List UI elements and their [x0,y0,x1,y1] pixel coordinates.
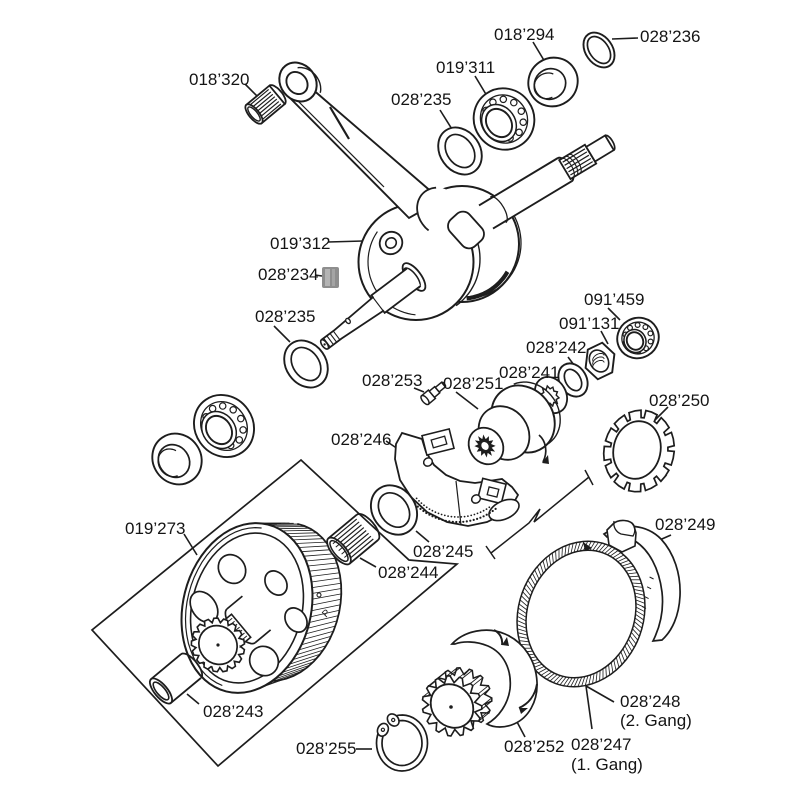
svg-text:019’312: 019’312 [270,234,331,253]
svg-text:028’249: 028’249 [655,515,716,534]
svg-text:028’245: 028’245 [413,542,474,561]
svg-text:028’242: 028’242 [526,338,587,357]
svg-text:028’251: 028’251 [443,374,504,393]
svg-text:028’255: 028’255 [296,739,357,758]
svg-text:018’294: 018’294 [494,25,555,44]
svg-text:(1. Gang): (1. Gang) [571,755,643,774]
svg-text:028’252: 028’252 [504,737,565,756]
svg-text:028’235: 028’235 [255,307,316,326]
svg-text:028’236: 028’236 [640,27,701,46]
svg-text:019’311: 019’311 [436,58,495,77]
svg-text:019’273: 019’273 [125,519,186,538]
svg-text:028’234: 028’234 [258,265,319,284]
svg-text:028’243: 028’243 [203,702,264,721]
svg-text:(2. Gang): (2. Gang) [620,711,692,730]
svg-text:028’248: 028’248 [620,692,681,711]
svg-text:028’253: 028’253 [362,371,423,390]
svg-text:091’459: 091’459 [584,290,645,309]
svg-text:028’244: 028’244 [378,563,439,582]
svg-text:028’246: 028’246 [331,430,392,449]
svg-text:028’241: 028’241 [499,363,560,382]
svg-text:018’320: 018’320 [189,70,250,89]
svg-text:028’247: 028’247 [571,735,632,754]
svg-text:028’235: 028’235 [391,90,452,109]
svg-text:091’131: 091’131 [559,314,620,333]
svg-text:028’250: 028’250 [649,391,710,410]
